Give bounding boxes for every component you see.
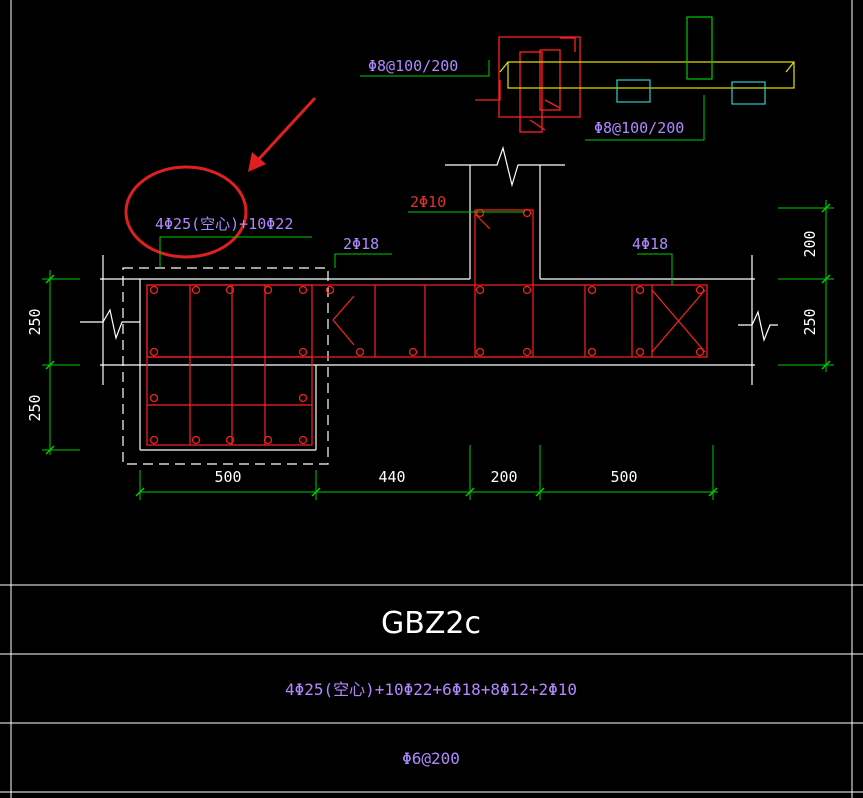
rebar-bar: [225, 285, 235, 295]
dim-right-1: 200: [801, 230, 819, 257]
rebar-cage: [146, 209, 708, 446]
rebar-bar: [695, 285, 705, 295]
section-outline: [80, 145, 778, 465]
dim-bottom-2: 440: [378, 468, 405, 486]
rebar-bar: [635, 285, 645, 295]
rebar-bar: [522, 285, 532, 295]
rebar-bar: [587, 285, 597, 295]
rebar-bars: [149, 208, 705, 445]
stirrup-detail: [360, 16, 795, 141]
right-bars-label: 4Φ18: [632, 235, 668, 253]
dim-bottom-3: 200: [490, 468, 517, 486]
rebar-bar: [191, 285, 201, 295]
top-stirrup-label-1: Φ8@100/200: [368, 57, 458, 75]
left-corner-bars-label: 4Φ25(空心)+10Φ22: [155, 215, 293, 233]
rebar-bar: [149, 347, 159, 357]
web-bars-label: 2Φ18: [343, 235, 379, 253]
rebar-bar: [475, 285, 485, 295]
arrow-head-icon: [248, 152, 266, 172]
longitudinal-rebar-spec: 4Φ25(空心)+10Φ22+6Φ18+8Φ12+2Φ10: [285, 680, 577, 699]
rebar-bar: [522, 208, 532, 218]
dim-left-2: 250: [26, 394, 44, 421]
leader-lines: [159, 211, 673, 285]
rebar-bar: [298, 347, 308, 357]
highlight-circle: [124, 165, 248, 259]
stirrup-spec: Φ6@200: [402, 749, 460, 768]
rebar-bar: [475, 208, 485, 218]
rebar-bar: [298, 393, 308, 403]
rebar-bar: [263, 435, 273, 445]
rebar-bar: [298, 435, 308, 445]
rebar-bar: [263, 285, 273, 295]
dim-bottom-1: 500: [214, 468, 241, 486]
member-name: GBZ2c: [381, 606, 481, 641]
dim-left-1: 250: [26, 308, 44, 335]
rebar-bar: [149, 285, 159, 295]
flange-top-bars-label: 2Φ10: [410, 193, 446, 211]
rebar-bar: [475, 347, 485, 357]
rebar-bar: [355, 347, 365, 357]
rebar-bar: [587, 347, 597, 357]
rebar-bar: [191, 435, 201, 445]
dimension-lines: [42, 200, 834, 500]
rebar-bar: [149, 393, 159, 403]
rebar-bar: [298, 285, 308, 295]
rebar-bar: [635, 347, 645, 357]
dimension-ticks: [45, 203, 831, 497]
rebar-bar: [149, 435, 159, 445]
rebar-bar: [695, 347, 705, 357]
rebar-bar: [408, 347, 418, 357]
dim-right-2: 250: [801, 308, 819, 335]
rebar-bar: [325, 285, 335, 295]
highlight-annotation: [124, 96, 317, 259]
dim-bottom-4: 500: [610, 468, 637, 486]
top-stirrup-label-2: Φ8@100/200: [594, 119, 684, 137]
rebar-bar: [522, 347, 532, 357]
rebar-bar: [225, 435, 235, 445]
